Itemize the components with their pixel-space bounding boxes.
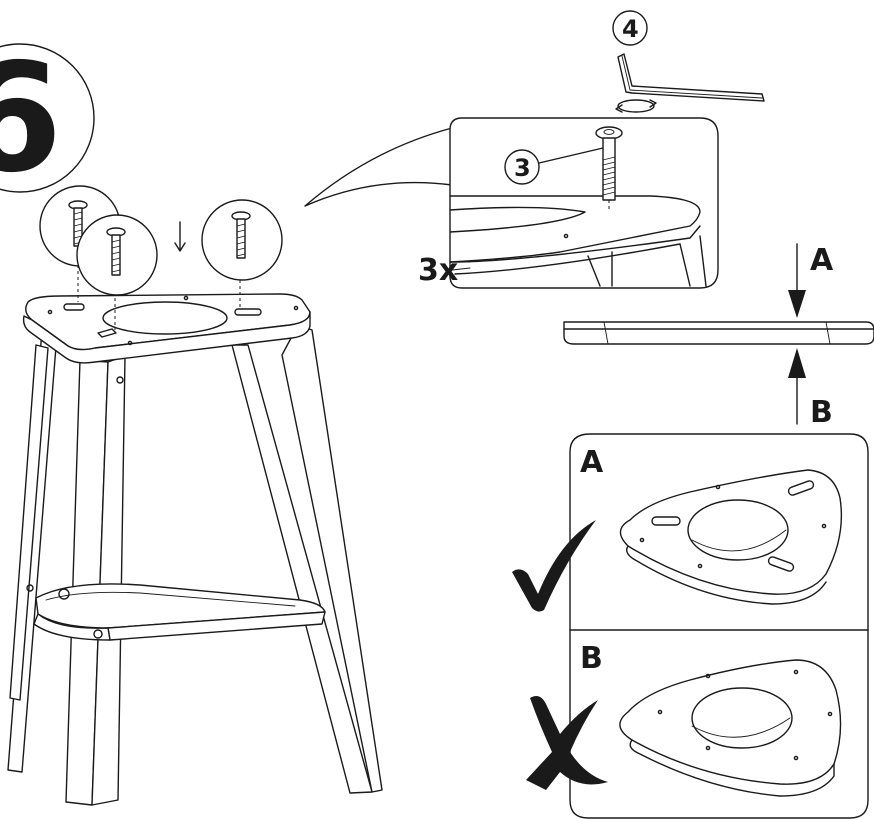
panel-a-label: A xyxy=(580,445,604,480)
allen-key xyxy=(617,53,765,102)
part-4-number: 4 xyxy=(622,15,639,43)
bolt-callout-right xyxy=(201,199,283,281)
comparison-panel: A B xyxy=(512,433,869,819)
quantity-label: 3x xyxy=(418,253,458,288)
check-icon xyxy=(512,520,596,612)
footring xyxy=(26,583,326,641)
arrow-b-icon xyxy=(788,348,806,425)
step-number: 6 xyxy=(0,32,62,206)
panel-b-label: B xyxy=(580,641,603,676)
leg-left xyxy=(9,344,49,701)
bolt-callout-middle xyxy=(76,214,158,296)
detail-connector xyxy=(304,127,453,207)
orientation-view: A B xyxy=(563,243,874,430)
part-3-number: 3 xyxy=(514,154,531,182)
cross-icon xyxy=(526,696,608,790)
down-arrow-icon xyxy=(174,221,186,252)
orientation-b-label: B xyxy=(810,395,833,430)
detail-view: 3x xyxy=(304,117,719,289)
seat-top-correct xyxy=(619,469,843,605)
stool-illustration xyxy=(7,185,383,806)
rotate-icon xyxy=(615,99,657,113)
part-3-callout: 3 xyxy=(504,147,604,185)
stool-seat xyxy=(22,293,311,364)
seat-top-wrong xyxy=(619,659,842,797)
arrow-a-icon xyxy=(788,243,806,318)
orientation-a-label: A xyxy=(810,243,834,278)
step-badge: 6 xyxy=(0,32,95,206)
part-4-callout: 4 xyxy=(612,10,648,46)
